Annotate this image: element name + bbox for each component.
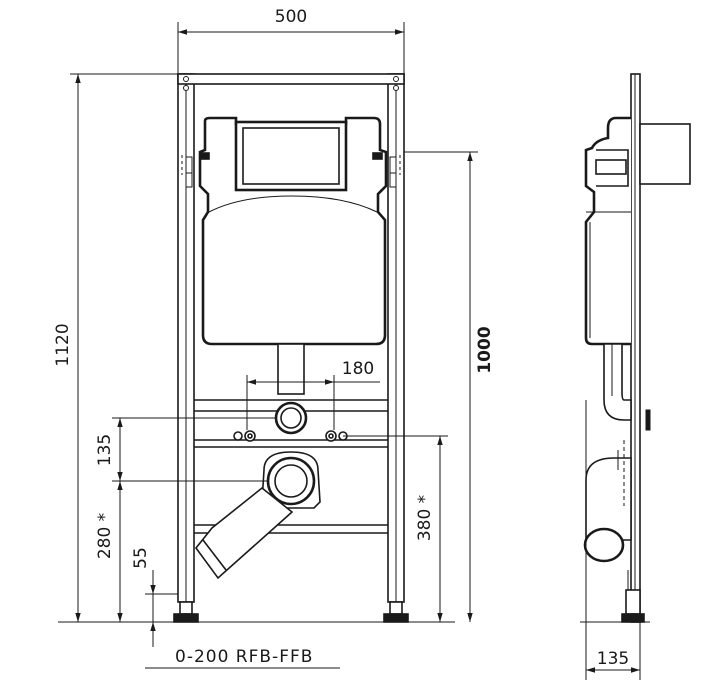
dim-label-380: 380 *: [415, 495, 435, 541]
dimension-width-500: 500: [177, 7, 405, 74]
drain-connection: [194, 451, 321, 580]
dim-label-135-left: 135: [95, 434, 115, 466]
dimension-offset-135: 135: [95, 417, 275, 482]
dim-label-135-side: 135: [597, 649, 629, 669]
dimension-height-1000: 1000: [404, 151, 495, 622]
dimension-adjust-range: 0-200 RFB-FFB: [145, 647, 340, 669]
dim-label-500: 500: [275, 7, 307, 27]
flush-pipe: [277, 343, 305, 395]
dimension-bolts-380: 380 *: [343, 435, 448, 622]
front-view: 500 1120: [53, 7, 495, 669]
dim-label-1120: 1120: [53, 323, 73, 366]
dimension-depth-135: 135: [585, 400, 641, 680]
dim-label-180: 180: [342, 359, 374, 379]
dimension-drain-280: 280 *: [95, 481, 123, 622]
dimension-height-1120: 1120: [53, 73, 185, 622]
side-view: 135: [580, 73, 691, 680]
cistern: [181, 116, 401, 346]
dim-label-1000: 1000: [475, 326, 495, 373]
dim-label-280: 280 *: [95, 513, 115, 559]
frame-feet: [173, 601, 409, 623]
dimension-spacing-180: 180: [246, 359, 380, 430]
flush-outlet: [274, 401, 308, 435]
dim-label-55: 55: [131, 547, 151, 569]
dimension-feet-55: 55: [131, 547, 178, 647]
dim-label-adjust-range: 0-200 RFB-FFB: [175, 647, 313, 667]
